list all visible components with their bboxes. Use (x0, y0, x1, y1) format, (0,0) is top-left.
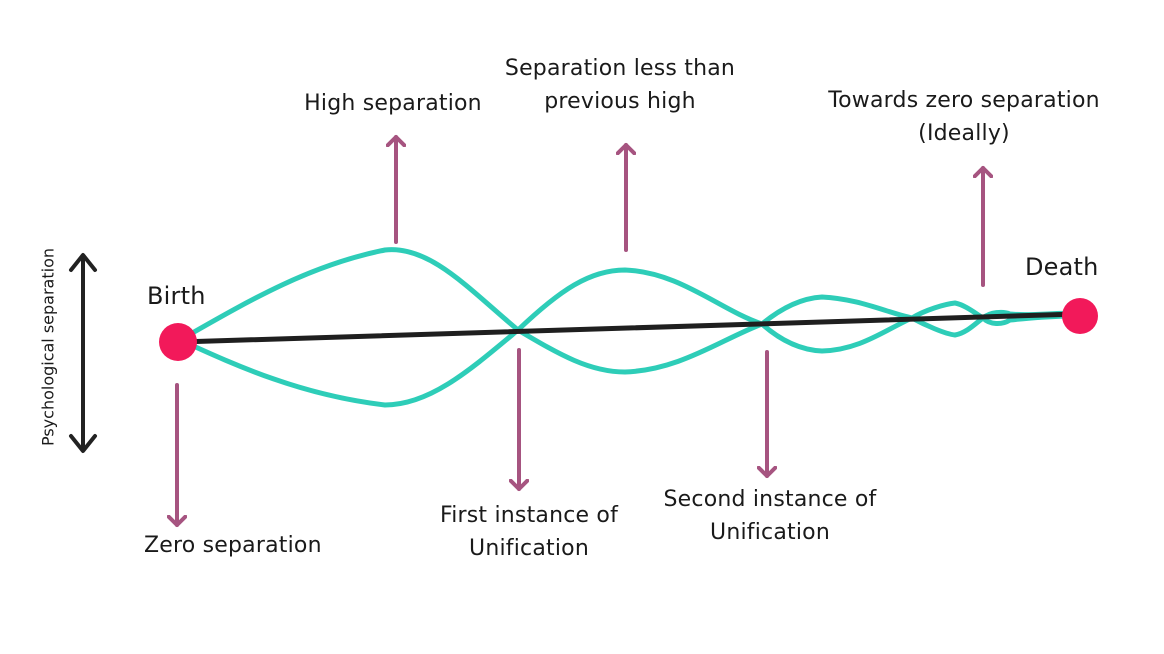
death-label: Death (1025, 253, 1099, 281)
axis-arrow-icon (69, 253, 97, 453)
towards-zero-line-2: (Ideally) (918, 121, 1010, 146)
less-separation-line-1: Separation less than (504, 56, 736, 81)
second-unification-line-1: Second instance of (663, 487, 877, 512)
high-separation-line-1: High separation (304, 91, 482, 116)
birth-label: Birth (147, 282, 206, 310)
zero-separation-line-1: Zero separation (144, 533, 322, 558)
second-unification-label: Second instance of Unification (650, 483, 890, 549)
death-dot (1062, 298, 1098, 334)
first-unification-line-1: First instance of (439, 503, 619, 528)
timeline-line (177, 311, 1081, 345)
first-unification-label: First instance of Unification (414, 499, 644, 565)
less-separation-label: Separation less than previous high (490, 52, 750, 118)
first-unification-line-2: Unification (469, 536, 589, 561)
towards-zero-label: Towards zero separation (Ideally) (815, 84, 1113, 150)
high-separation-label: High separation (293, 87, 493, 120)
axis-label: Psychological separation (38, 247, 58, 447)
birth-dot (159, 323, 197, 361)
less-separation-line-2: previous high (544, 89, 696, 114)
towards-zero-line-1: Towards zero separation (828, 88, 1100, 113)
second-unification-line-2: Unification (710, 520, 830, 545)
zero-separation-label: Zero separation (144, 529, 322, 562)
